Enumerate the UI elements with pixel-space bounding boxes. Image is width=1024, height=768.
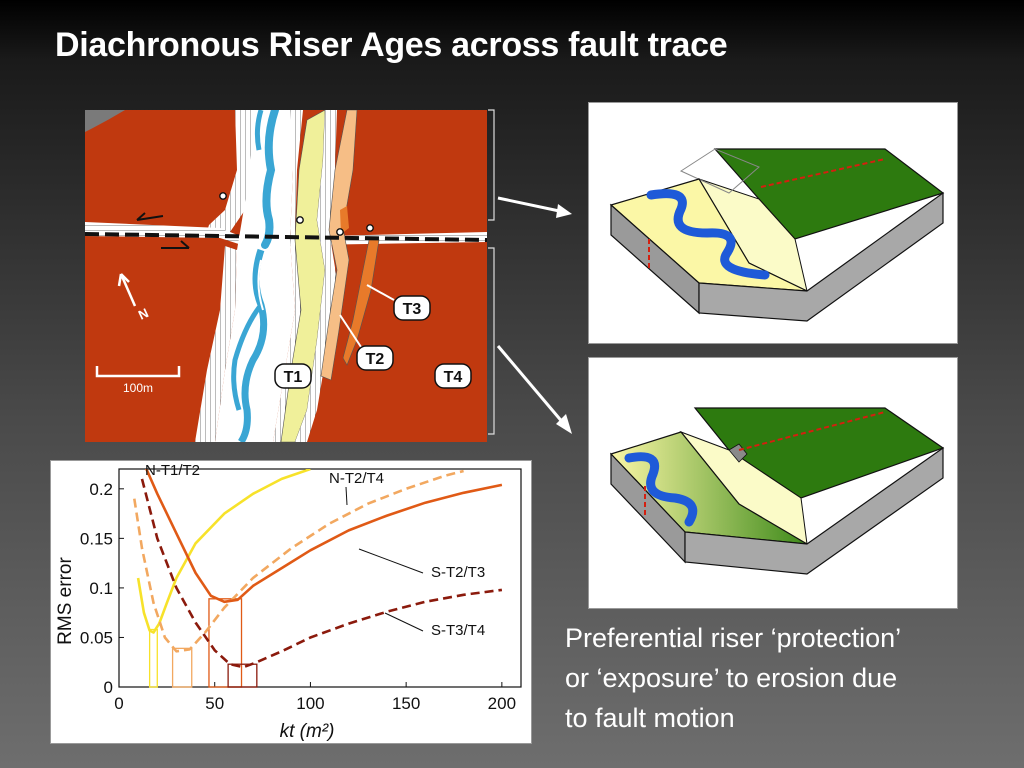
x-tick-label: 0 (114, 694, 123, 713)
riser-right (273, 110, 303, 442)
upper-terrace (693, 407, 945, 499)
series-line-3 (140, 478, 503, 669)
label-t1: T1 (274, 363, 312, 389)
label-t3: T3 (393, 295, 431, 321)
block-bottom-svg (609, 407, 945, 575)
terrace-t2 (320, 109, 358, 381)
x-tick-label: 150 (392, 694, 420, 713)
offset-ghost (679, 148, 760, 194)
svg-text:T1: T1 (284, 369, 303, 386)
label-t2: T2 (356, 345, 394, 371)
fit-window-0 (148, 628, 158, 688)
best-fit-windows (148, 598, 258, 688)
chart-axes: 0 50 100 150 200 0 0.05 0.1 0.15 0.2 (80, 468, 522, 713)
arrow-to-top-block (497, 196, 565, 214)
riser-lower-left (195, 246, 237, 442)
rms-chart-svg: 0 50 100 150 200 0 0.05 0.1 0.15 0.2 S-T2/T3 S-T3… (55, 462, 522, 742)
leader-t3 (366, 284, 395, 301)
x-tick-label: 50 (205, 694, 224, 713)
terrace-map: N 100m T1 T2 T3 T4 (84, 106, 488, 444)
river-braid (231, 303, 263, 411)
series-label-s-t3-t4: S-T3/T4 (431, 622, 485, 639)
slide-title: Diachronous Riser Ages across fault trac… (55, 26, 728, 64)
leader-t2 (339, 314, 364, 351)
fault-arrow-left (136, 212, 164, 221)
fit-window-1 (171, 647, 193, 688)
svg-text:T3: T3 (403, 301, 422, 318)
leader-s-t3-t4 (384, 612, 424, 632)
series-line-2 (144, 469, 503, 604)
block-diagram-protection (588, 102, 958, 344)
arrow-head-bottom (556, 414, 572, 434)
fit-window-3 (227, 663, 258, 688)
arrow-to-bottom-block (496, 345, 566, 425)
leader-s-t2-t3 (358, 548, 424, 574)
caption-line: or ‘exposure’ to erosion due (565, 663, 898, 693)
bracket-south (488, 247, 495, 435)
river-branch (254, 109, 264, 151)
x-axis-label: kt (m²) (280, 721, 335, 742)
caption-line: Preferential riser ‘protection’ (565, 623, 902, 653)
fault-arrow-right (161, 240, 190, 249)
scale-bar: 100m (95, 366, 181, 395)
river-lower (238, 248, 268, 444)
sample-point (296, 216, 304, 224)
y-tick-label: 0.05 (80, 628, 113, 647)
block-front-face (698, 191, 944, 322)
arrow-head-top (556, 204, 572, 218)
y-tick-label: 0.1 (89, 579, 113, 598)
map-corner (85, 110, 125, 132)
fault-top (760, 158, 886, 188)
riser-upper-left (205, 110, 260, 238)
series-label-n-t1-t2: N-T1/T2 (145, 462, 200, 479)
rms-error-plot: 0 50 100 150 200 0 0.05 0.1 0.15 0.2 S-T2/T3 S-T3… (50, 460, 532, 744)
svg-text:T2: T2 (366, 351, 385, 368)
riser-t1-t2 (295, 110, 337, 442)
series-label-n-t2-t4: N-T2/T4 (329, 470, 384, 487)
block-diagram-exposure (588, 357, 958, 609)
bracket-north (488, 109, 495, 221)
y-tick-label: 0.15 (80, 529, 113, 548)
block-top-svg (609, 148, 945, 322)
terrace-t3-upper (340, 206, 349, 234)
y-tick-label: 0 (104, 678, 113, 697)
caption: Preferential riser ‘protection’ or ‘expo… (565, 618, 1005, 738)
label-t4: T4 (434, 363, 472, 389)
connector-arrows (488, 109, 572, 435)
x-tick-label: 100 (296, 694, 324, 713)
plot-frame (118, 468, 522, 688)
x-tick-label: 200 (488, 694, 516, 713)
block-front-face (684, 446, 944, 575)
series-line-1 (133, 469, 464, 653)
caption-line: to fault motion (565, 703, 735, 733)
fault-trace (84, 232, 488, 242)
series-line-0 (136, 469, 311, 634)
y-tick-label: 0.2 (89, 480, 113, 499)
river-upper (261, 106, 279, 249)
upper-terrace (713, 148, 945, 240)
chart-series (133, 469, 503, 669)
y-axis-label: RMS error (55, 557, 76, 645)
block-river (624, 452, 698, 527)
fit-window-2 (208, 598, 243, 688)
sample-point (219, 192, 227, 200)
leader-n-t2-t4 (345, 486, 348, 506)
sample-point (366, 224, 374, 232)
block-river (646, 189, 770, 280)
terrace-map-svg: N 100m T1 T2 T3 T4 (84, 106, 488, 444)
scale-label: 100m (123, 381, 153, 395)
river-core (257, 259, 264, 311)
svg-text:T4: T4 (444, 369, 463, 386)
series-label-s-t2-t3: S-T2/T3 (431, 564, 485, 581)
sample-point (336, 228, 344, 236)
